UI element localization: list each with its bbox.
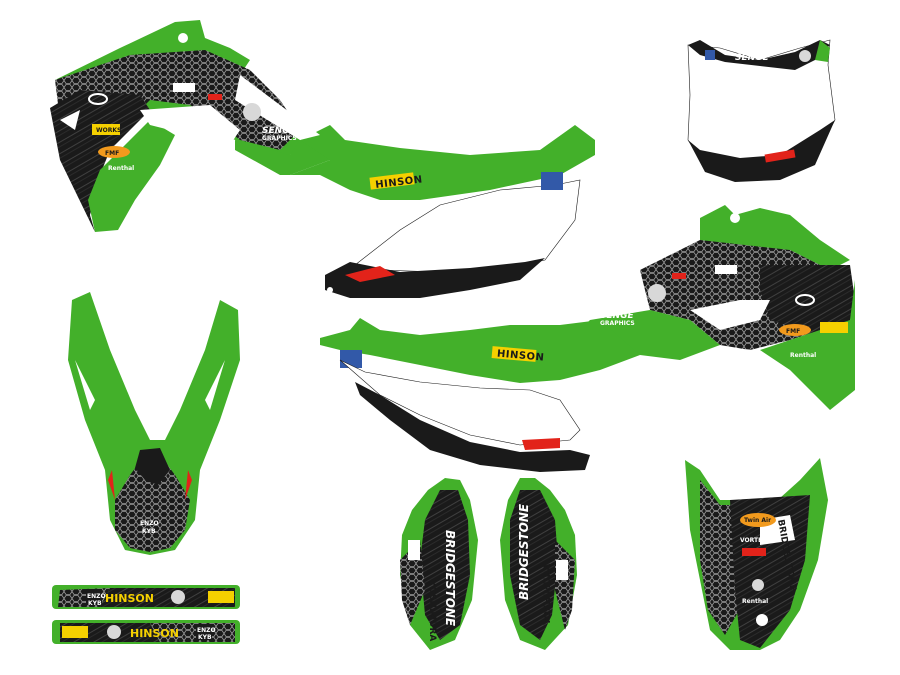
- twin-air-label: Twin Air: [744, 517, 771, 524]
- bridgestone-label-left-fork: BRIDGESTONE: [443, 530, 457, 627]
- twin-air-logo-icon: Twin Air: [740, 513, 776, 527]
- hinson-logo-left-shroud: HINSON: [369, 172, 423, 191]
- works-label: WORKS: [96, 127, 121, 134]
- front-number-plate: SENGE: [687, 39, 836, 182]
- blue-sponsor-logo-icon: [715, 265, 737, 274]
- left-radiator-shroud: WORKS FMF Renthal SENGE GRAPHICS HINSON: [50, 20, 595, 232]
- left-fork-guard: BRIDGESTONE YOSHIMURA: [400, 478, 478, 650]
- renthal-label-right: Renthal: [790, 352, 816, 359]
- rear-fender: Twin Air VORTEX Renthal BRIDGESTONE: [685, 458, 828, 650]
- flag-logo-icon: [345, 266, 395, 282]
- senge-label-right-shroud: SENGE: [600, 311, 635, 321]
- bridgestone-label-right-fork: BRIDGESTONE: [517, 503, 531, 600]
- oakley-logo-icon: [795, 294, 815, 306]
- kyb-label-swingarm-bottom: KYB: [198, 634, 212, 641]
- sponsor-badge-icon: [408, 540, 420, 560]
- works-connection-logo-icon: [208, 591, 234, 603]
- yoshimura-label-right-fork: YOSHIMURA: [543, 564, 553, 626]
- yoshimura-label-left-fork: YOSHIMURA: [427, 579, 437, 641]
- works-connection-logo-icon: [62, 626, 88, 638]
- bulldog-logo-icon: [171, 590, 185, 604]
- red-sponsor-logo-icon: [672, 273, 686, 279]
- vortex-label: VORTEX: [740, 537, 767, 544]
- flag-logo-icon: [522, 438, 560, 450]
- works-connection-logo-icon: [820, 322, 848, 333]
- right-side-panel: [339, 359, 590, 472]
- dc-logo-icon: [756, 614, 768, 626]
- works-connection-logo-icon: WORKS: [92, 124, 121, 135]
- swingarm-decal-bottom: HINSON ENZO KYB: [52, 620, 240, 644]
- blue-sponsor-logo-icon: [173, 83, 195, 92]
- helmet-logo-icon: [752, 579, 764, 591]
- enzo-label-fender: ENZO: [140, 520, 159, 527]
- swingarm-decal-top: ENZO KYB HINSON: [52, 585, 240, 609]
- bulldog-logo-icon: [107, 625, 121, 639]
- flag-logo-icon: [742, 548, 766, 556]
- renthal-label: Renthal: [108, 165, 134, 172]
- right-fork-guard: BRIDGESTONE YOSHIMURA: [500, 478, 577, 650]
- red-sponsor-logo-icon: [208, 94, 222, 100]
- hinson-label-swingarm-bottom: HINSON: [130, 627, 179, 640]
- oakley-logo-icon: [88, 93, 108, 105]
- enzo-label-swingarm-bottom: ENZO: [197, 627, 216, 634]
- hinson-label-right-shroud: HINSON: [496, 349, 544, 364]
- senge-sub-label-right-shroud: GRAPHICS: [600, 320, 635, 327]
- helmet-logo-icon: [648, 284, 666, 302]
- bulldog-logo-icon: [799, 50, 811, 62]
- fmf-label: FMF: [105, 150, 119, 157]
- kyb-label-swingarm-top: KYB: [88, 600, 102, 607]
- kyb-label-fender: KYB: [142, 528, 156, 535]
- hinson-label-swingarm-top: HINSON: [105, 592, 154, 605]
- fmf-label-right: FMF: [786, 328, 800, 335]
- senge-label-number-plate: SENGE: [735, 53, 770, 63]
- enzo-label-swingarm-top: ENZO: [87, 593, 106, 600]
- renthal-label-fender: Renthal: [742, 598, 768, 605]
- right-radiator-shroud: SENGE GRAPHICS FMF Renthal HINSON: [320, 205, 855, 410]
- sponsor-badge-icon: [556, 560, 568, 580]
- left-side-panel: [325, 172, 581, 298]
- brand-flag-logo-icon: [705, 50, 715, 60]
- fmf-logo-icon: FMF: [779, 324, 811, 336]
- fmf-logo-icon: FMF: [98, 146, 130, 158]
- senge-sub-label-left-shroud: GRAPHICS: [262, 135, 297, 142]
- senge-label-left-shroud: SENGE: [262, 126, 297, 136]
- hinson-logo-right-shroud: HINSON: [491, 346, 545, 364]
- brand-flag-logo-icon: [541, 172, 563, 190]
- front-fender: ENZO KYB: [68, 292, 240, 555]
- helmet-logo-icon: [243, 103, 261, 121]
- flag-logo-icon: [764, 149, 796, 163]
